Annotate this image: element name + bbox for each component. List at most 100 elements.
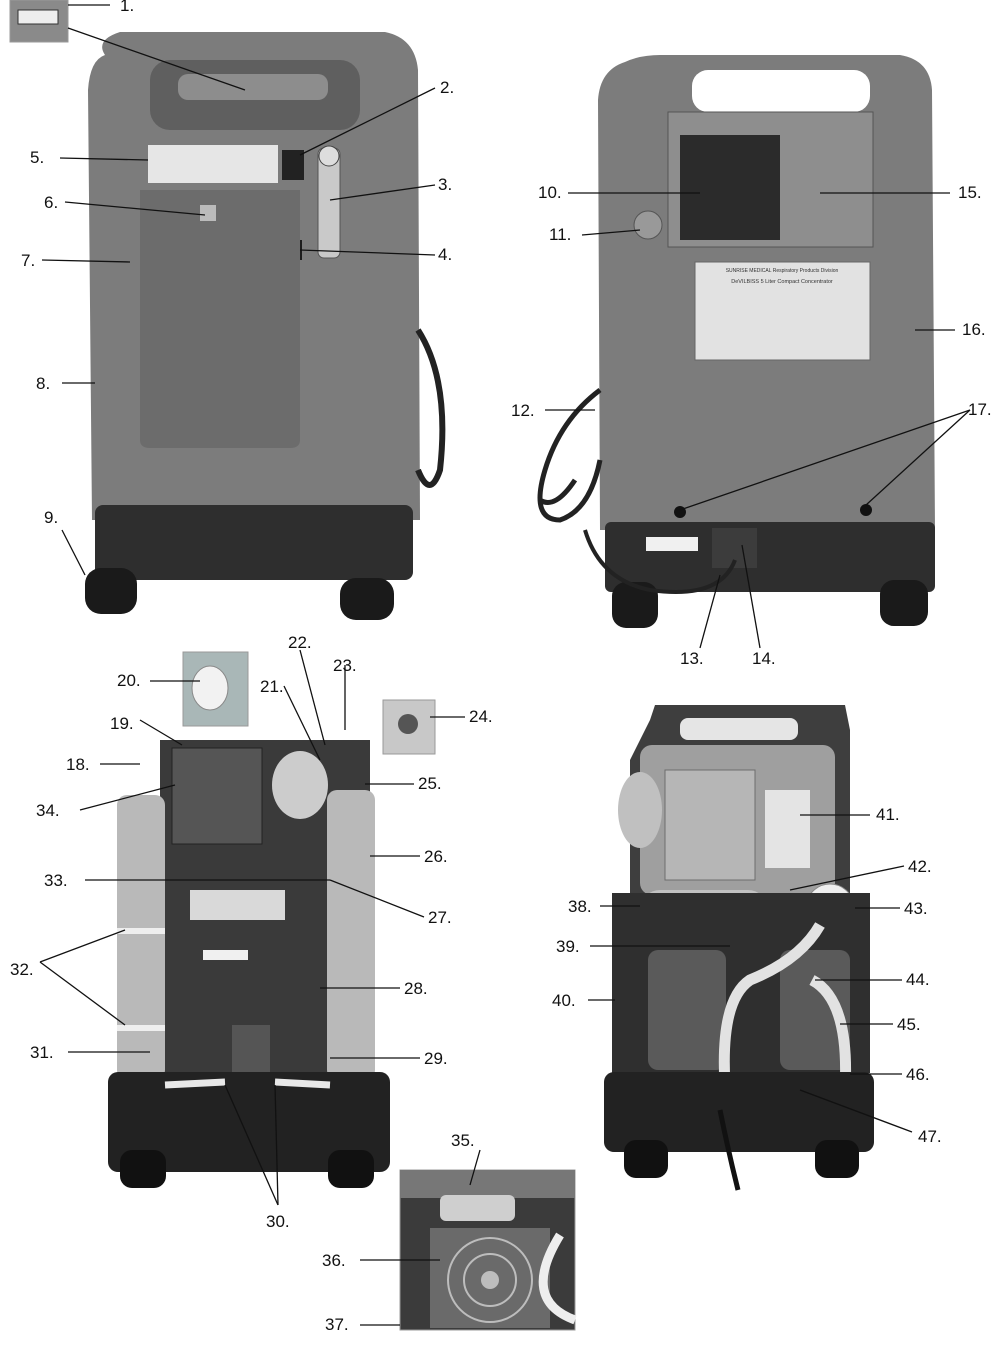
callout-37: 37. — [325, 1315, 349, 1334]
callout-3: 3. — [438, 175, 452, 194]
leader-line-32 — [224, 1084, 279, 1206]
callout-38: 38. — [568, 897, 592, 916]
leader-line-21 — [139, 719, 183, 746]
callout-21: 21. — [260, 677, 284, 696]
callout-24: 24. — [469, 707, 493, 726]
callout-12: 12. — [511, 401, 535, 420]
filter-screw — [633, 210, 663, 240]
callout-27: 27. — [428, 908, 452, 927]
leader-line-51 — [799, 1089, 913, 1133]
internal-left-panel — [108, 651, 436, 1188]
compressor-head-left — [648, 950, 726, 1070]
callout-15: 15. — [958, 183, 982, 202]
internal-right-caster-r — [815, 1140, 859, 1178]
cooling-fan-hub — [481, 1271, 499, 1289]
internal-left-base — [108, 1072, 390, 1172]
callout-45: 45. — [897, 1015, 921, 1034]
callout-9: 9. — [44, 508, 58, 527]
callout-13: 13. — [680, 649, 704, 668]
front-view-panel — [9, 0, 446, 620]
sieve-strap-upper — [117, 928, 165, 934]
internal-left-caster-l — [120, 1150, 166, 1188]
callout-1: 1. — [120, 0, 134, 15]
callout-29: 29. — [424, 1049, 448, 1068]
leader-line-29 — [329, 879, 425, 918]
cabinet-filter — [680, 135, 780, 240]
rear-base — [605, 522, 935, 592]
cooling-fan-grille — [447, 1237, 533, 1323]
leader-line-23 — [283, 685, 321, 761]
callout-40: 40. — [552, 991, 576, 1010]
fan-capacitor — [440, 1195, 515, 1221]
callout-18: 18. — [66, 755, 90, 774]
power-switch — [282, 150, 304, 180]
leader-line-2 — [67, 27, 246, 91]
compressor-grille — [664, 769, 756, 881]
callout-20: 20. — [117, 671, 141, 690]
front-caster-right — [340, 578, 394, 620]
rear-label-brand: DeVILBISS 5 Liter Compact Concentrator — [731, 279, 833, 285]
callout-10: 10. — [538, 183, 562, 202]
callout-26: 26. — [424, 847, 448, 866]
leader-line-14 — [699, 574, 721, 649]
callout-labels: 1. 2. 3. 4. 5. 6. 7. 8. 9. 10. 11. 12. 1… — [10, 0, 992, 1334]
serial-sticker — [646, 537, 698, 551]
callout-34: 34. — [36, 801, 60, 820]
pcb-board — [171, 747, 263, 845]
leader-line-36 — [39, 961, 126, 1026]
leader-lines — [39, 4, 971, 1326]
callout-36: 36. — [322, 1251, 346, 1270]
sieve-bed-left — [117, 795, 165, 1080]
rear-handle — [692, 70, 870, 112]
callout-35: 35. — [451, 1131, 475, 1150]
callout-46: 46. — [906, 1065, 930, 1084]
leader-line-3 — [299, 87, 436, 156]
rear-cord-to-socket — [583, 529, 737, 594]
inset-valve-body — [398, 714, 418, 734]
callout-16: 16. — [962, 320, 986, 339]
inset-filter-disc — [191, 665, 229, 711]
leader-line-18 — [679, 409, 971, 511]
callout-8: 8. — [36, 374, 50, 393]
leader-line-6 — [59, 157, 149, 161]
callout-2: 2. — [440, 78, 454, 97]
capacitor-label — [765, 790, 810, 868]
hour-meter-display — [17, 9, 59, 25]
flow-knob — [318, 145, 340, 167]
callout-31: 31. — [30, 1043, 54, 1062]
callout-41: 41. — [876, 805, 900, 824]
callout-23: 23. — [333, 656, 357, 675]
callout-22: 22. — [288, 633, 312, 652]
callout-14: 14. — [752, 649, 776, 668]
callout-5: 5. — [30, 148, 44, 167]
callout-7: 7. — [21, 251, 35, 270]
rear-coiled-cord — [537, 388, 603, 523]
sieve-bed-right — [327, 790, 375, 1080]
tubing-bottom — [164, 1078, 331, 1089]
rear-label-plate — [694, 261, 871, 361]
leader-line-35 — [39, 929, 126, 963]
sieve-strap-lower — [117, 1025, 165, 1031]
rear-screw-right — [860, 504, 872, 516]
front-power-cord — [415, 328, 446, 488]
leader-line-5 — [299, 249, 436, 256]
compressor-endcap — [618, 772, 662, 848]
callout-32: 32. — [10, 960, 34, 979]
internal-right-handle — [680, 718, 798, 740]
callout-4: 4. — [438, 245, 452, 264]
callout-44: 44. — [906, 970, 930, 989]
fan-hose — [538, 1232, 577, 1325]
callout-28: 28. — [404, 979, 428, 998]
leader-line-12 — [581, 229, 641, 236]
leader-line-4 — [329, 184, 436, 201]
internal-right-caster-l — [624, 1140, 668, 1178]
callout-42: 42. — [908, 857, 932, 876]
leader-line-39 — [469, 1149, 481, 1186]
callout-25: 25. — [418, 774, 442, 793]
front-recess — [140, 190, 300, 448]
front-caster-left — [85, 568, 137, 614]
leader-line-46 — [789, 865, 905, 891]
leader-line-10 — [61, 529, 86, 576]
leader-line-7 — [64, 201, 206, 216]
